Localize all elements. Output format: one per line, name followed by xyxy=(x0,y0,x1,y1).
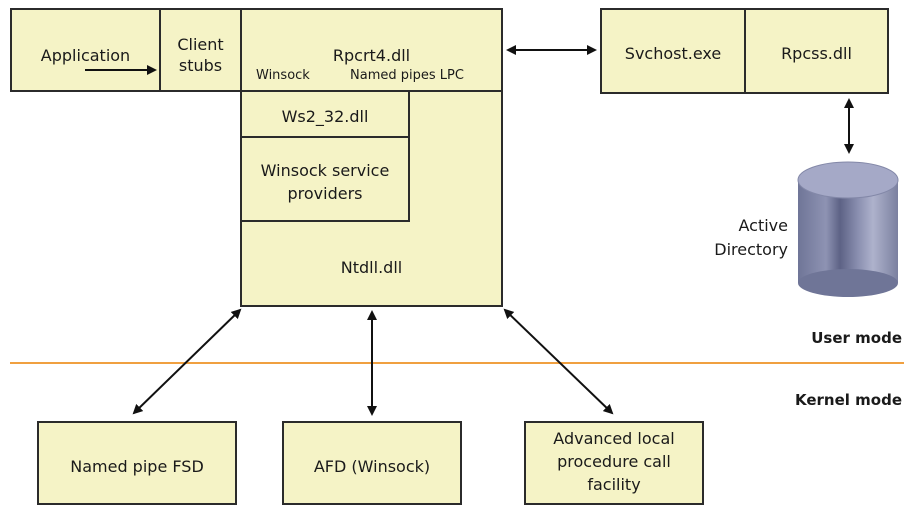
client-stubs-label-line1: Client xyxy=(177,35,224,54)
alpc-label-line1: Advanced local xyxy=(553,429,675,448)
named-pipe-fsd-label: Named pipe FSD xyxy=(70,457,204,476)
alpc-label-line3: facility xyxy=(587,475,641,494)
application-box xyxy=(10,8,161,92)
afd-box xyxy=(282,421,462,505)
ntdll-label: Ntdll.dll xyxy=(340,258,403,277)
application-label: Application xyxy=(40,46,131,65)
client-stubs-label-line2: stubs xyxy=(178,56,223,75)
svchost-label: Svchost.exe xyxy=(624,44,722,63)
kernel-mode-label: Kernel mode xyxy=(795,391,902,409)
winsock-providers-label-line2: providers xyxy=(287,184,363,203)
afd-label: AFD (Winsock) xyxy=(313,457,431,476)
alpc-label-line2: procedure call xyxy=(557,452,671,471)
svchost-box xyxy=(600,8,746,94)
active-directory-label-line2: Directory xyxy=(714,240,788,259)
winsock-sublabel: Winsock xyxy=(256,68,310,83)
active-directory-cylinder-icon xyxy=(797,161,899,297)
ntdll-alpc-arrow xyxy=(503,308,614,415)
ws2-32-label: Ws2_32.dll xyxy=(281,107,369,126)
named-pipe-fsd-box xyxy=(37,421,237,505)
active-directory-label-line1: Active xyxy=(738,216,789,235)
rpcss-box xyxy=(744,8,889,94)
rpcrt4-label: Rpcrt4.dll xyxy=(332,46,411,65)
rpcss-label: Rpcss.dll xyxy=(781,44,852,63)
named-pipes-lpc-sublabel: Named pipes LPC xyxy=(350,68,464,83)
ntdll-npfsd-arrow xyxy=(132,308,242,415)
alpc-box xyxy=(524,421,704,505)
user-mode-label: User mode xyxy=(811,329,902,347)
client-stubs-box xyxy=(159,8,242,92)
winsock-providers-box xyxy=(240,136,410,222)
winsock-providers-label-line1: Winsock service xyxy=(260,161,390,180)
